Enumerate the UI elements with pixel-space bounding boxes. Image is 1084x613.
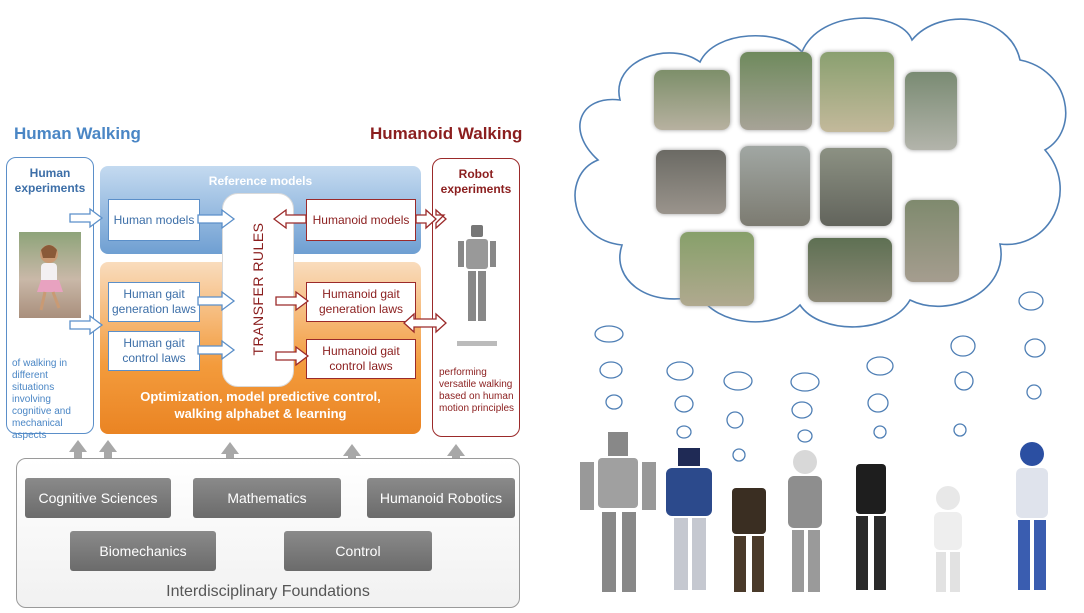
walking-photo-3	[820, 52, 894, 132]
robot-black	[856, 464, 886, 590]
robot-experiments-label: Robot experiments	[440, 167, 512, 196]
walking-photo-6	[740, 146, 810, 226]
humanoid-walking-title: Humanoid Walking	[370, 124, 523, 143]
robot-blue-white	[666, 448, 712, 590]
humanoid-robots-row	[580, 432, 1048, 592]
child-walking-photo	[19, 232, 81, 318]
humanoid-robotics-box: Humanoid Robotics	[367, 478, 515, 518]
humanoid-gait-control-box: Humanoid gait control laws	[306, 339, 416, 379]
walking-photo-1	[654, 70, 730, 130]
foundations-title: Interdisciplinary Foundations	[166, 583, 370, 600]
humanoid-models-box: Humanoid models	[306, 199, 416, 241]
robot-experiments-panel: Robot experiments performing versatile w…	[432, 158, 520, 437]
walking-photo-5	[656, 150, 726, 214]
walking-photo-7	[820, 148, 892, 226]
optimization-label: Optimization, model predictive control, …	[140, 389, 381, 421]
robot-photo	[455, 219, 499, 347]
human-walking-title: Human Walking	[14, 124, 141, 143]
walking-photo-8	[905, 200, 959, 282]
human-models-box: Human models	[108, 199, 200, 241]
mathematics-box: Mathematics	[193, 478, 341, 518]
walking-photo-10	[808, 238, 892, 302]
cognitive-sciences-box: Cognitive Sciences	[25, 478, 171, 518]
human-gait-control-box: Human gait control laws	[108, 331, 200, 371]
walking-photo-4	[905, 72, 957, 150]
reference-models-label: Reference models	[208, 174, 313, 188]
control-box: Control	[284, 531, 432, 571]
biomechanics-box: Biomechanics	[70, 531, 216, 571]
human-experiments-note: of walking in different situations invol…	[12, 358, 71, 441]
robot-experiments-note: performing versatile walking based on hu…	[439, 367, 515, 414]
walking-photo-2	[740, 52, 812, 130]
robot-nao-style	[934, 486, 962, 592]
humanoid-gait-generation-box: Humanoid gait generation laws	[306, 282, 416, 322]
robot-gray-white	[788, 450, 822, 592]
robot-hrp2	[580, 432, 656, 592]
robot-blue-white-tall	[1016, 442, 1048, 590]
walking-photo-9	[680, 232, 754, 306]
human-experiments-label: Human experiments	[14, 166, 86, 195]
robot-dark-small	[732, 488, 766, 592]
human-experiments-panel: Human experiments of walking in differen…	[6, 157, 94, 441]
human-gait-generation-box: Human gait generation laws	[108, 282, 200, 322]
